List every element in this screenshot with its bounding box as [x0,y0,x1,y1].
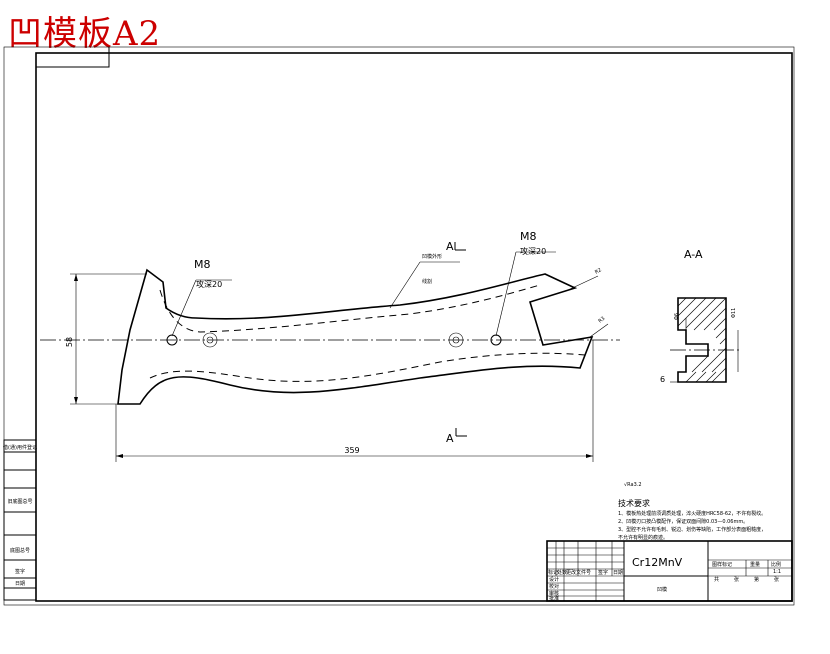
top-left-tab [35,52,110,68]
dimension-height-value: 58 [65,337,74,347]
title-block: 标记 处数 更改文件号 签字 日期 设计 校对 审核 批准 Cr12MnV 凹模… [546,540,793,602]
dimension-height: 58 [65,273,147,405]
tech-req-line-2: 2、凹模刃口按凸模配作，保证双面间隙0.03—0.06mm。 [618,518,748,525]
revision-header-5: 日期 [613,570,623,576]
role-review: 审核 [549,590,559,597]
part-name: 凹模 [657,586,667,593]
outline-note-2: 线割 [422,278,432,285]
radius-label-1: R2 [594,267,603,276]
depth-label-left: 攻深20 [196,279,222,289]
thread-hole-left [166,334,178,346]
side-label-1: 借(通)用件登记 [3,444,37,451]
radius-label-2: R3 [597,316,606,325]
role-check: 校对 [549,583,559,590]
tech-req-tail: 不允许有明显的痕迹。 [618,534,668,541]
dimension-length-value: 359 [344,446,359,455]
side-label-5: 底图总号 [10,547,30,554]
tech-req-heading: 技术要求 [618,498,650,508]
drawing-title-stamp: 凹模板A2 [8,14,162,54]
scale-label: 比例 [771,561,781,568]
thread-label-left: M8 [194,258,211,271]
thread-label-right: M8 [520,230,537,243]
section-marker-bottom: A [446,432,454,445]
role-approve: 批准 [549,595,559,602]
material-label: Cr12MnV [632,556,683,569]
weight-label: 重量 [750,561,760,568]
sheet-no-label: 张 [774,576,779,583]
outline-note-1: 凹模外形 [422,253,442,260]
role-design: 设计 [549,576,559,583]
revision-header-4: 签字 [598,569,608,576]
section-marker-top: A [446,240,454,253]
side-label-3: 旧底图总号 [7,498,32,505]
section-depth: 6 [660,375,665,384]
side-registration-block: 借(通)用件登记 旧底图总号 底图总号 签字 日期 [3,439,37,601]
scale-value: 1:1 [773,569,781,575]
revision-header-3: 更改文件号 [566,569,591,576]
sheet-total: 共 [714,576,719,583]
sheet-no: 第 [754,576,759,583]
revision-header-2: 处数 [557,569,567,576]
pin-hole-right [448,332,464,348]
sheet-label: 张 [734,576,739,583]
section-hole-2: Φ11 [731,308,737,318]
inner-frame [35,52,793,602]
section-view-title: A-A [684,248,703,261]
pin-hole-left [202,332,218,348]
side-label-6: 签字 [15,568,25,575]
section-hole-1: Φ6 [674,313,680,320]
section-view: Φ6 Φ11 6 [660,297,740,384]
depth-label-right: 攻深20 [520,246,546,256]
side-label-7: 日期 [15,581,25,587]
stage-label: 图样标记 [712,561,732,568]
tech-req-line-3: 3、型腔不允许有毛刺、锐边、划伤等缺陷，工作部分表面粗糙度， [618,526,766,533]
revision-header-1: 标记 [548,569,558,576]
roughness-symbol: √Ra3.2 [624,482,642,488]
die-plate-outline [117,268,594,405]
dimension-length: 359 [115,340,594,462]
tech-req-line-1: 1、模板热处理前须调质处理，淬火硬度HRC58-62，不许有裂纹。 [618,510,766,517]
outer-border [3,46,795,606]
